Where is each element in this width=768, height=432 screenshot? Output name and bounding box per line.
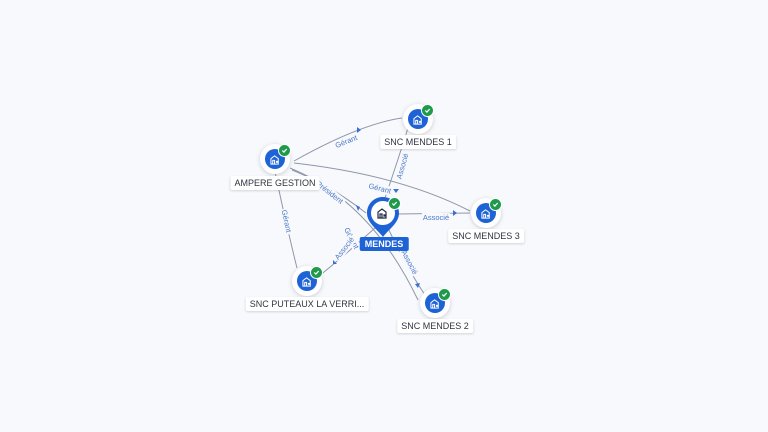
arrow-head (453, 210, 457, 216)
node-label: SNC MENDES 3 (448, 229, 524, 243)
node-label: AMPERE GESTION (230, 176, 320, 190)
edge-label-center-mendes1: Associé (394, 151, 411, 181)
edge-label-bg (366, 181, 394, 197)
svg-text:Associé: Associé (395, 152, 411, 180)
node-label-main: MENDES (359, 237, 409, 251)
building-icon (412, 114, 422, 125)
arrow-head (415, 283, 420, 288)
arrow-head (333, 260, 337, 264)
edge-label-bg (332, 234, 357, 263)
arrow-head (356, 205, 360, 211)
building-icon (480, 208, 490, 219)
svg-text:Associé: Associé (423, 213, 449, 222)
building-icon (429, 298, 439, 309)
edge-label-bg (394, 151, 411, 181)
building-icon (269, 154, 279, 165)
verified-check-icon (489, 198, 502, 211)
edge-label-ampere-puteaux: Gérant (279, 207, 294, 236)
edge-label-center-mendes3: Associé (421, 213, 451, 222)
node-label: SNC MENDES 2 (397, 319, 473, 333)
verified-check-icon (421, 104, 434, 117)
edge-label-center-mendes2: Associé (398, 247, 421, 277)
arrow-head (357, 127, 361, 133)
svg-text:Gérant: Gérant (368, 181, 393, 196)
edge-ampere-mendes1 (293, 117, 403, 162)
verified-check-icon (388, 197, 401, 210)
edge-label-bg (398, 247, 421, 277)
building-icon (301, 276, 311, 287)
edge-label-bg (279, 207, 294, 236)
verified-check-icon (278, 144, 291, 157)
building-icon (377, 208, 387, 219)
node-label: SNC MENDES 1 (380, 135, 456, 149)
edge-label-bg (332, 132, 361, 151)
verified-check-icon (310, 266, 323, 279)
arrow-head (393, 189, 399, 193)
node-label: SNC PUTEAUX LA VERRI... (245, 297, 369, 311)
svg-text:Associé: Associé (399, 249, 419, 276)
edge-label-bg (313, 178, 347, 207)
verified-check-icon (438, 288, 451, 301)
edge-label-bg (421, 213, 451, 222)
svg-text:Gérant: Gérant (280, 209, 294, 234)
